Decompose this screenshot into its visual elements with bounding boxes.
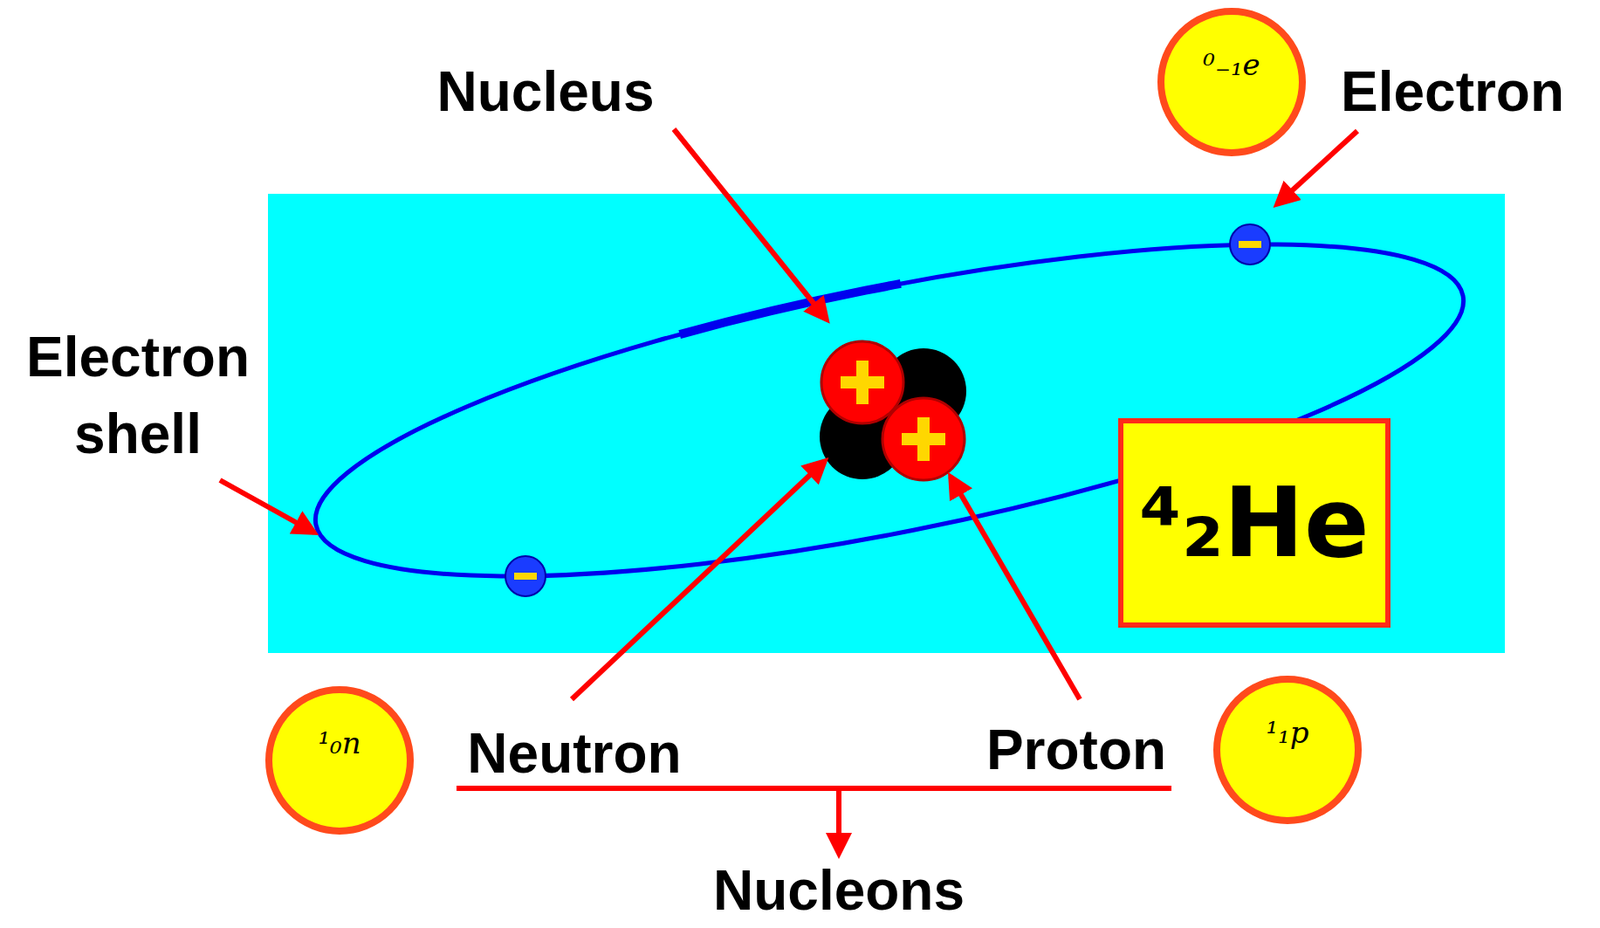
part-label-box: Electron	[1340, 58, 1565, 125]
part-label: Electron	[1340, 58, 1565, 125]
electron-symbol	[505, 556, 546, 597]
part-label: Neutron	[466, 720, 681, 787]
part-label: Nucleons	[713, 857, 965, 924]
electron-dot	[1229, 224, 1271, 265]
bracket-arrow	[836, 788, 842, 854]
minus-sign	[1238, 240, 1262, 248]
part-label: Electron shell	[0, 318, 278, 473]
leader-line	[1277, 130, 1358, 205]
part-label-box: Nucleus	[437, 58, 655, 125]
part-label-box: Proton	[986, 716, 1167, 783]
proton-disc	[821, 341, 904, 424]
proton-symbol	[821, 341, 904, 424]
background-panel	[267, 193, 1505, 653]
minus-sign	[514, 572, 537, 580]
part-label: Proton	[986, 716, 1167, 783]
part-label-box: Nucleons	[713, 857, 965, 924]
proton-symbol	[882, 398, 965, 481]
circle-shape	[1160, 11, 1303, 153]
part-label-box: Neutron	[466, 720, 681, 787]
proton-disc	[882, 398, 965, 481]
bracket-line	[456, 785, 1172, 791]
circle-shape	[1216, 679, 1359, 821]
circle-outline	[1157, 7, 1306, 157]
electron-symbol	[1229, 224, 1271, 265]
part-label: Nucleus	[437, 58, 655, 125]
plus-sign	[917, 417, 930, 461]
circle-shape	[268, 689, 411, 831]
particle-circle: ¹₁p	[1213, 675, 1362, 825]
particle-notation: ¹₀n	[317, 727, 361, 760]
particle-notation: ⁰₋₁e	[1202, 48, 1260, 82]
leader-line	[673, 129, 827, 320]
element-box: ⁴₂He	[1118, 418, 1390, 628]
electron-dot	[505, 556, 546, 597]
particle-notation: ¹₁p	[1265, 716, 1309, 749]
circle-outline	[265, 686, 414, 835]
electron-orbit	[292, 175, 1488, 645]
electron-orbit-thick	[292, 175, 1488, 645]
particle-circle: ⁰₋₁e	[1157, 7, 1306, 157]
leader-line	[950, 476, 1080, 700]
plus-sign	[856, 360, 869, 405]
particle-circle: ¹₀n	[265, 686, 414, 835]
circle-outline	[1213, 675, 1362, 825]
leader-line	[571, 460, 825, 700]
leader-line	[219, 480, 315, 533]
part-label-box: Electron shell	[0, 318, 278, 473]
element-symbol: ⁴₂He	[1139, 470, 1369, 577]
